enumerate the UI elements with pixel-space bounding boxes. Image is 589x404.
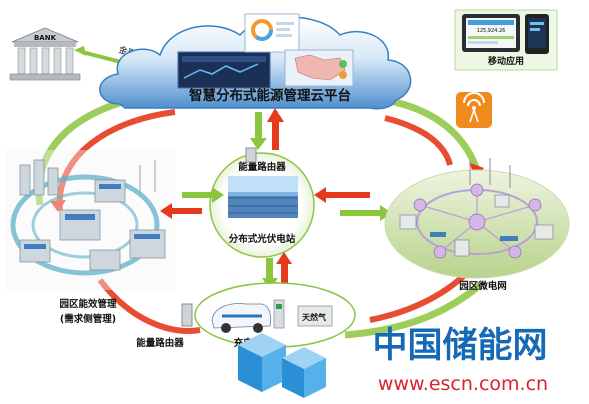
center-pv-node: 能量路由器 分布式光伏电站 bbox=[209, 147, 315, 258]
cloud-center-arrows bbox=[250, 108, 284, 150]
red-arrowhead-left bbox=[50, 200, 66, 212]
center-router-label: 能量路由器 bbox=[238, 161, 286, 173]
escn-watermark: 中国储能网 www.escn.com.cn bbox=[238, 326, 548, 398]
cloud-platform: 智慧分布式能源管理云平台 bbox=[99, 13, 412, 110]
center-side-arrows bbox=[160, 187, 392, 221]
microgrid-label: 园区微电网 bbox=[459, 280, 507, 292]
natural-gas-label: 天然气 bbox=[302, 312, 326, 322]
bottom-router-box bbox=[181, 303, 193, 327]
watermark-brand: 中国储能网 bbox=[372, 326, 547, 366]
center-router-box bbox=[245, 147, 257, 163]
watermark-url: www.escn.com.cn bbox=[378, 373, 548, 395]
bottom-router-label: 能量路由器 bbox=[136, 337, 184, 349]
pv-station-label: 分布式光伏电站 bbox=[229, 233, 296, 245]
left-industrial-park: 园区能效管理 (需求侧管理) bbox=[6, 150, 176, 325]
demand-side-label: (需求侧管理) bbox=[60, 313, 116, 325]
bottom-charging-node: 能量路由器 充电站 天然气 bbox=[136, 282, 356, 349]
park-efficiency-label: 园区能效管理 bbox=[59, 298, 117, 310]
watermark-cube-logo bbox=[238, 333, 326, 398]
red-arc-left-bottom bbox=[97, 278, 201, 334]
right-microgrid: 园区微电网 bbox=[384, 158, 570, 292]
red-arc-right-top bbox=[384, 115, 453, 166]
red-arc-right-bottom bbox=[369, 267, 473, 323]
mobile-label: 移动应用 bbox=[488, 55, 524, 67]
wireless-signal-icon bbox=[456, 92, 492, 128]
green-arc-right-bottom bbox=[344, 282, 483, 339]
mobile-app-panel: 125,924.26 移动应用 bbox=[454, 9, 558, 71]
cloud-title: 智慧分布式能源管理云平台 bbox=[189, 87, 351, 104]
charging-post bbox=[273, 299, 285, 329]
red-arc-left-top bbox=[56, 109, 176, 211]
bank-building: BANK bbox=[9, 27, 81, 81]
bank-sign: BANK bbox=[34, 34, 57, 42]
gas-station-building bbox=[297, 305, 333, 327]
mobile-screen-value: 125,924.26 bbox=[477, 28, 506, 34]
